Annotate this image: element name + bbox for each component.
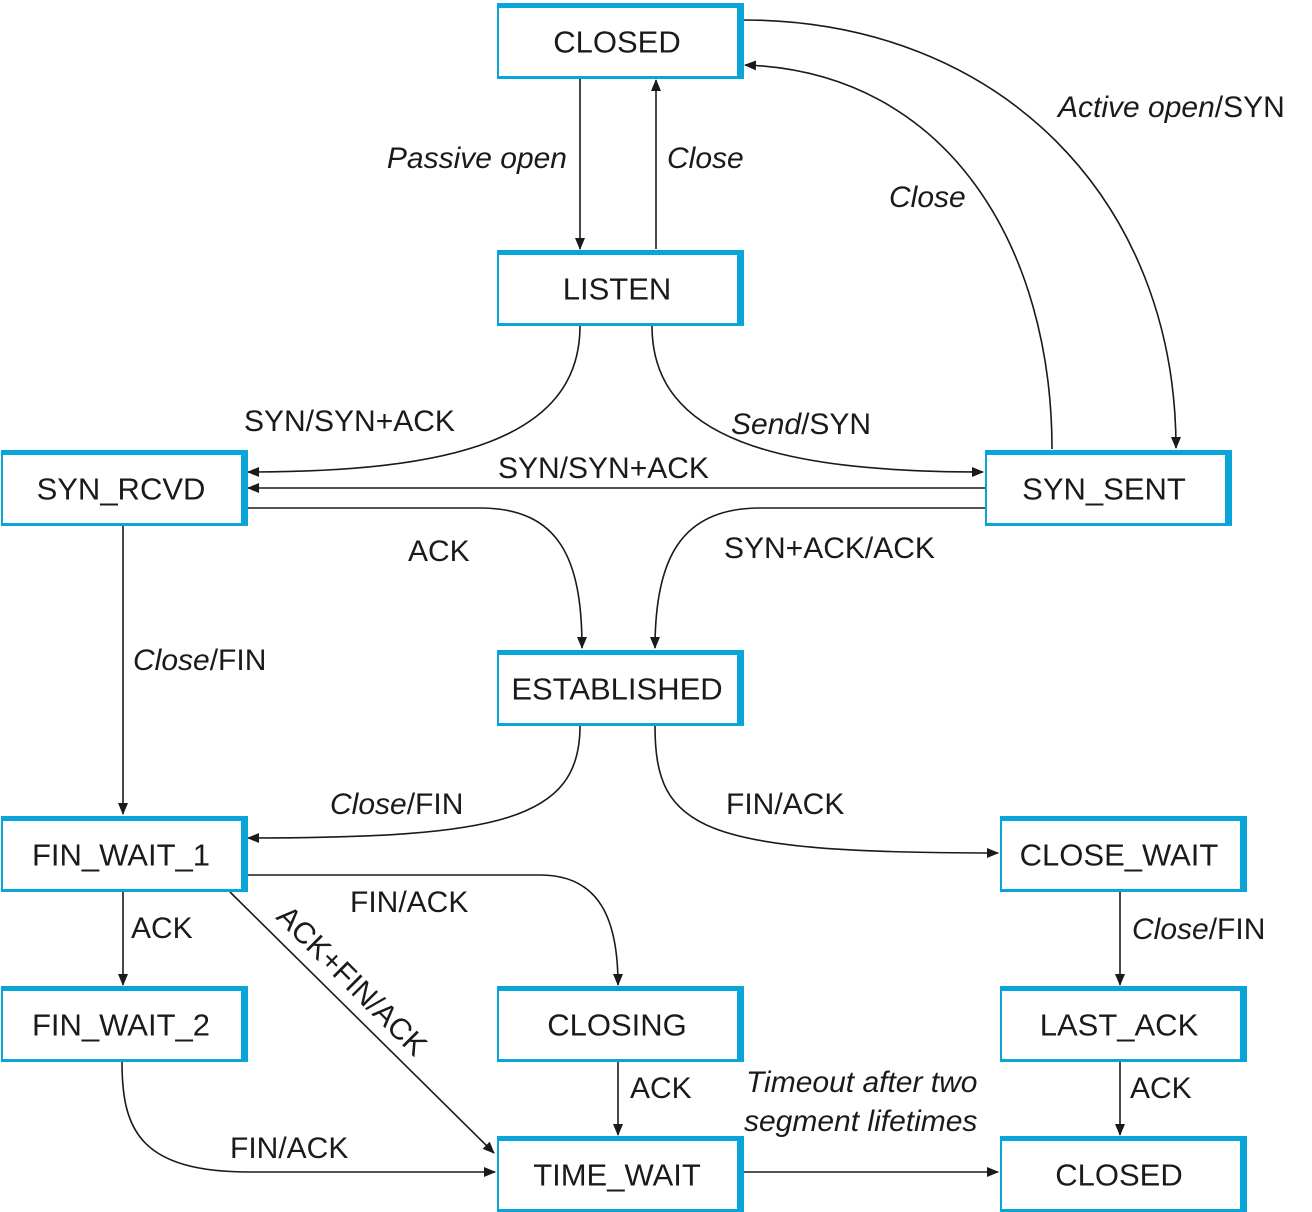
state-label: LAST_ACK <box>1040 1008 1199 1043</box>
state-fin-wait-1: FIN_WAIT_1 <box>1 816 248 892</box>
state-last-ack: LAST_ACK <box>1000 986 1247 1062</box>
label-send: Send/SYN <box>731 408 871 441</box>
edge-syn-sent-to-established <box>650 507 985 649</box>
edge-established-to-close-wait <box>654 725 999 858</box>
label-established-close: Close/FIN <box>330 788 463 821</box>
label-listen-syn: SYN/SYN+ACK <box>244 405 455 438</box>
state-label: ESTABLISHED <box>511 672 722 707</box>
state-label: CLOSE_WAIT <box>1020 838 1219 873</box>
label-timeout-line2: segment lifetimes <box>744 1105 977 1138</box>
label-syn-ack: SYN+ACK/ACK <box>724 532 935 565</box>
label-last-ack-ack: ACK <box>1130 1072 1192 1105</box>
state-label: SYN_SENT <box>1022 472 1186 507</box>
state-established: ESTABLISHED <box>497 650 744 726</box>
edge-fin-wait-1-to-closing <box>246 874 623 986</box>
state-closed-bottom: CLOSED <box>1000 1136 1247 1212</box>
label-timeout-line1: Timeout after two <box>746 1066 978 1099</box>
edge-syn-rcvd-to-established <box>246 507 587 649</box>
state-label: CLOSED <box>1055 1158 1182 1193</box>
label-close-wait-close: Close/FIN <box>1132 913 1265 946</box>
edge-closed-to-syn-sent <box>742 19 1181 449</box>
edge-listen-to-syn-sent <box>651 325 984 477</box>
label-fin-wait-1-ack: ACK <box>131 912 193 945</box>
edge-established-to-fin-wait-1 <box>247 725 581 843</box>
label-fin-wait-2-fin: FIN/ACK <box>230 1132 348 1165</box>
state-label: CLOSED <box>553 25 680 60</box>
label-syn-rcvd-close: Close/FIN <box>133 644 266 677</box>
label-fin-wait-1-fin: FIN/ACK <box>350 886 468 919</box>
label-passive-open: Passive open <box>387 142 567 175</box>
state-label: SYN_RCVD <box>37 472 206 507</box>
state-closing: CLOSING <box>497 986 744 1062</box>
label-listen-close: Close <box>667 142 744 175</box>
label-syn-rcvd-ack: ACK <box>408 535 470 568</box>
state-fin-wait-2: FIN_WAIT_2 <box>1 986 248 1062</box>
state-closed-top: CLOSED <box>497 3 744 79</box>
state-label: TIME_WAIT <box>533 1158 701 1193</box>
state-time-wait: TIME_WAIT <box>497 1136 744 1212</box>
label-syn-sent-close: Close <box>889 181 966 214</box>
state-label: LISTEN <box>563 272 672 307</box>
edge-fin-wait-1-to-time-wait <box>229 891 495 1154</box>
state-close-wait: CLOSE_WAIT <box>1000 816 1247 892</box>
state-label: CLOSING <box>547 1008 687 1043</box>
state-label: FIN_WAIT_1 <box>32 838 210 873</box>
state-syn-rcvd: SYN_RCVD <box>1 450 248 526</box>
state-listen: LISTEN <box>497 250 744 326</box>
state-syn-sent: SYN_SENT <box>985 450 1232 526</box>
state-label: FIN_WAIT_2 <box>32 1008 210 1043</box>
label-fin-wait-1-ack-fin: ACK+FIN/ACK <box>270 900 433 1063</box>
edge-syn-sent-to-closed <box>744 60 1053 450</box>
edge-listen-to-syn-rcvd <box>247 325 581 477</box>
edge-fin-wait-2-to-time-wait <box>121 1061 496 1177</box>
label-established-fin: FIN/ACK <box>726 788 844 821</box>
label-active-open: Active open/SYN <box>1056 91 1285 124</box>
label-simultaneous-syn: SYN/SYN+ACK <box>498 452 709 485</box>
label-closing-ack: ACK <box>630 1072 692 1105</box>
